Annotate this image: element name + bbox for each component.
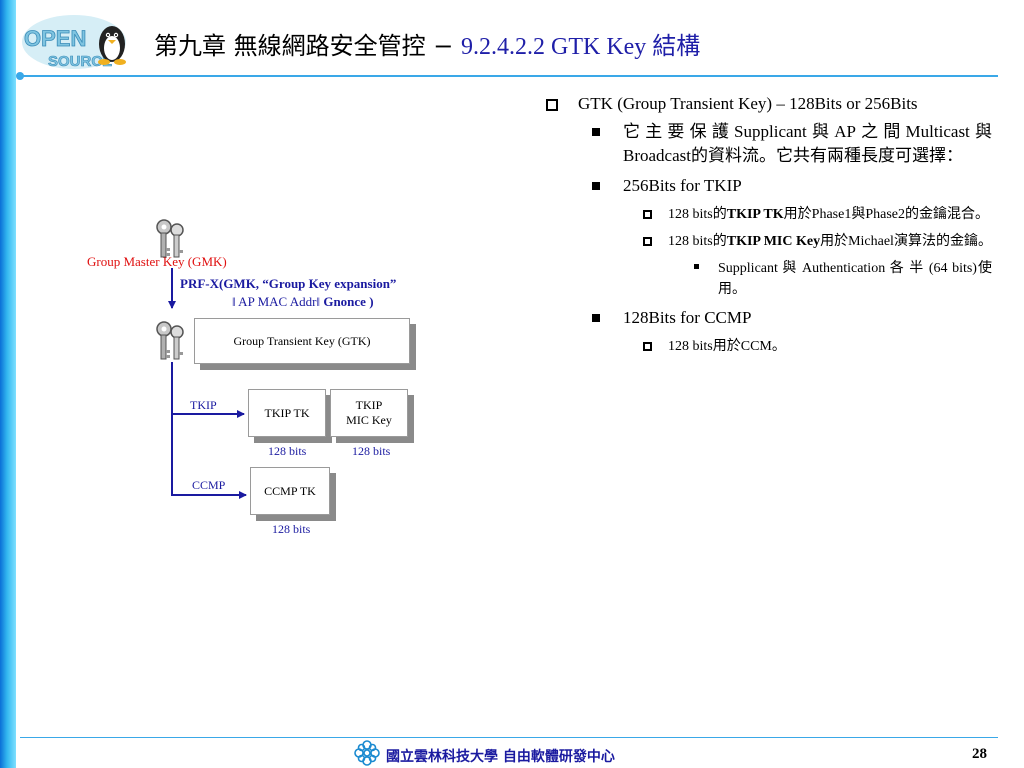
- hollow-square-bullet-icon: [643, 237, 652, 246]
- bullet-item: 128 bits的TKIP MIC Key用於Michael演算法的金鑰。: [540, 231, 992, 252]
- tkip-label: TKIP: [190, 398, 217, 412]
- bullet-item: Supplicant 與 Authentication 各 半 (64 bits…: [540, 258, 992, 300]
- hollow-square-bullet-icon: [643, 210, 652, 219]
- open-source-logo: OPEN SOURCE: [22, 15, 126, 70]
- footer-organization: 國立雲林科技大學 自由軟體研發中心: [386, 749, 615, 765]
- key-icon: [156, 219, 184, 258]
- hollow-square-bullet-icon: [643, 342, 652, 351]
- bullet-item: GTK (Group Transient Key) – 128Bits or 2…: [540, 92, 992, 116]
- title-english: 9.2.4.2.2 GTK Key 結構: [461, 34, 701, 60]
- filled-square-bullet-icon: [592, 182, 600, 190]
- bullet-item: 它主要保護Supplicant與AP之間Multicast與Broadcast的…: [540, 120, 992, 168]
- bullet-item: 256Bits for TKIP: [540, 174, 992, 198]
- small-square-bullet-icon: [694, 264, 699, 269]
- prf-formula-line2: ǁ AP MAC Addrǁ Gnonce ): [232, 294, 374, 309]
- flower-emblem-icon: [354, 740, 380, 766]
- tkip-mic-key-box: TKIP MIC Key: [330, 389, 408, 437]
- page-number: 28: [972, 746, 987, 762]
- prf-formula-line1: PRF-X(GMK, “Group Key expansion”: [180, 276, 397, 291]
- gtk-box: Group Transient Key (GTK): [194, 318, 410, 364]
- bullet-item: 128Bits for CCMP: [540, 306, 992, 330]
- ccmp-label: CCMP: [192, 478, 226, 492]
- bullet-item: 128 bits的TKIP TK用於Phase1與Phase2的金鑰混合。: [540, 204, 992, 225]
- tkip-tk-box: TKIP TK: [248, 389, 326, 437]
- hollow-square-bullet-icon: [546, 99, 558, 111]
- tkip-mic-bits-label: 128 bits: [352, 444, 391, 458]
- left-accent-bar: [0, 0, 16, 768]
- bullet-list: GTK (Group Transient Key) – 128Bits or 2…: [540, 92, 992, 363]
- filled-square-bullet-icon: [592, 314, 600, 322]
- title-chinese: 第九章 無線網路安全管控 −: [154, 32, 461, 60]
- ccmp-tk-bits-label: 128 bits: [272, 522, 311, 536]
- key-icon: [156, 321, 184, 360]
- footer-line: [20, 737, 998, 738]
- title-underline: [16, 72, 998, 80]
- gmk-label: Group Master Key (GMK): [87, 254, 227, 269]
- slide-title: 第九章 無線網路安全管控 − 9.2.4.2.2 GTK Key 結構: [154, 26, 700, 61]
- ccmp-tk-box: CCMP TK: [250, 467, 330, 515]
- filled-square-bullet-icon: [592, 128, 600, 136]
- logo-text-bottom: SOURCE: [48, 53, 112, 70]
- tkip-tk-bits-label: 128 bits: [268, 444, 307, 458]
- logo-text-top: OPEN: [24, 26, 86, 51]
- bullet-item: 128 bits用於CCM。: [540, 336, 992, 357]
